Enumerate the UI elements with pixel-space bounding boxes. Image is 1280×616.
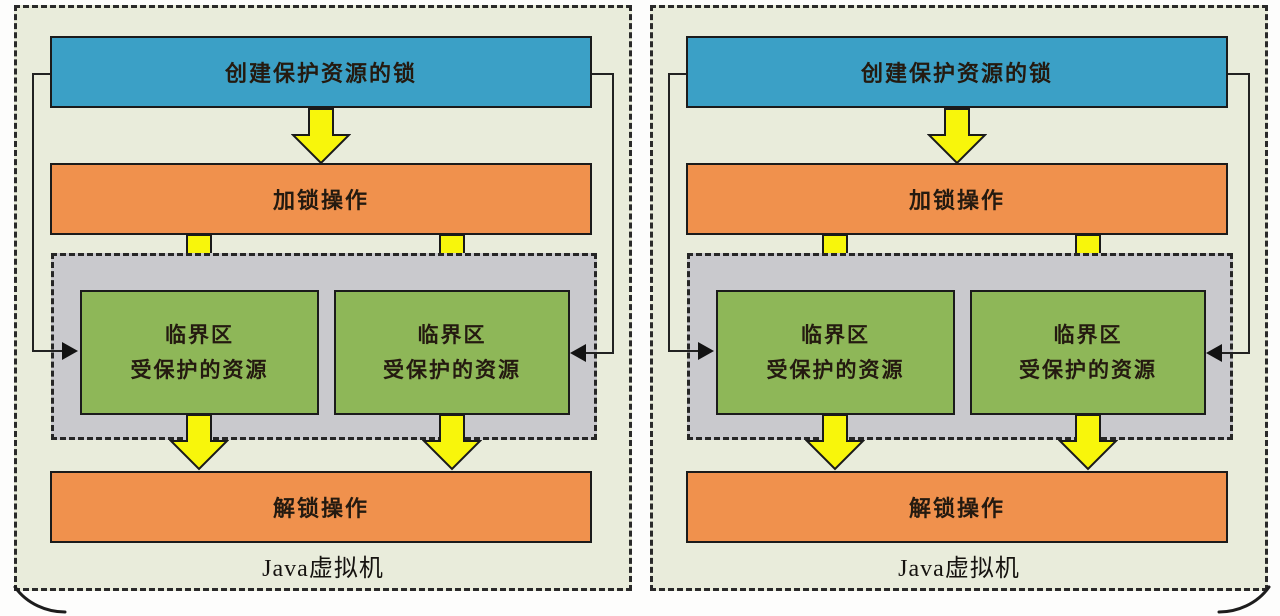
critical-section-line2: 受保护的资源 — [130, 357, 269, 382]
unlock-operation-label: 解锁操作 — [272, 496, 369, 521]
entry-arrow-right-icon — [62, 342, 78, 360]
feedback-wire-right — [584, 352, 614, 354]
feedback-wire-left — [668, 73, 670, 352]
entry-arrow-left-icon — [1206, 344, 1222, 362]
critical-section-line1: 临界区 — [801, 322, 870, 347]
lock-operation-label: 加锁操作 — [272, 188, 369, 213]
critical-section-line2: 受保护的资源 — [1019, 357, 1157, 382]
corner-curl-line — [1217, 585, 1271, 614]
create-lock-box: 创建保护资源的锁 — [686, 36, 1228, 108]
entry-arrow-right-icon — [698, 342, 714, 360]
flow-arrow-down-icon — [169, 414, 229, 471]
feedback-wire-right — [592, 73, 614, 75]
feedback-wire-right — [1220, 352, 1250, 354]
feedback-wire-left — [668, 73, 686, 75]
unlock-operation-box: 解锁操作 — [686, 471, 1228, 543]
create-lock-label: 创建保护资源的锁 — [224, 61, 417, 86]
feedback-wire-left — [32, 73, 34, 352]
feedback-wire-left — [32, 73, 50, 75]
unlock-operation-label: 解锁操作 — [908, 496, 1005, 521]
feedback-wire-right — [1248, 73, 1250, 354]
critical-section-box-1: 临界区 受保护的资源 — [716, 290, 955, 415]
critical-section-box-1: 临界区 受保护的资源 — [80, 290, 319, 415]
critical-section-line1: 临界区 — [1053, 322, 1123, 347]
critical-section-line1: 临界区 — [165, 322, 234, 347]
jvm-panel-2: 创建保护资源的锁 加锁操作 临界区 受保护的资源 临界区 受保护的资源 解锁操作… — [650, 5, 1271, 614]
critical-section-line2: 受保护的资源 — [766, 357, 905, 382]
create-lock-box: 创建保护资源的锁 — [50, 36, 592, 108]
critical-section-line2: 受保护的资源 — [383, 357, 521, 382]
feedback-wire-right — [1228, 73, 1250, 75]
corner-curl-line — [13, 585, 67, 614]
jvm-label: Java虚拟机 — [262, 556, 384, 582]
feedback-wire-left — [668, 350, 700, 352]
jvm-panel-1: 创建保护资源的锁 加锁操作 临界区 受保护的资源 临界区 受保护的资源 解锁操作… — [13, 5, 632, 614]
flow-arrow-down-icon — [1058, 414, 1118, 471]
critical-section-line1: 临界区 — [417, 322, 487, 347]
flow-arrow-down-icon — [805, 414, 865, 471]
jvm-label: Java虚拟机 — [898, 556, 1020, 582]
flow-arrow-down-icon — [927, 108, 987, 165]
entry-arrow-left-icon — [570, 344, 586, 362]
critical-section-box-2: 临界区 受保护的资源 — [970, 290, 1206, 415]
lock-operation-box: 加锁操作 — [50, 163, 592, 235]
critical-section-box-2: 临界区 受保护的资源 — [334, 290, 570, 415]
unlock-operation-box: 解锁操作 — [50, 471, 592, 543]
flow-arrow-down-icon — [291, 108, 351, 165]
lock-operation-label: 加锁操作 — [908, 188, 1005, 213]
create-lock-label: 创建保护资源的锁 — [860, 61, 1053, 86]
feedback-wire-right — [612, 73, 614, 354]
lock-operation-box: 加锁操作 — [686, 163, 1228, 235]
feedback-wire-left — [32, 350, 64, 352]
flow-arrow-down-icon — [422, 414, 482, 471]
